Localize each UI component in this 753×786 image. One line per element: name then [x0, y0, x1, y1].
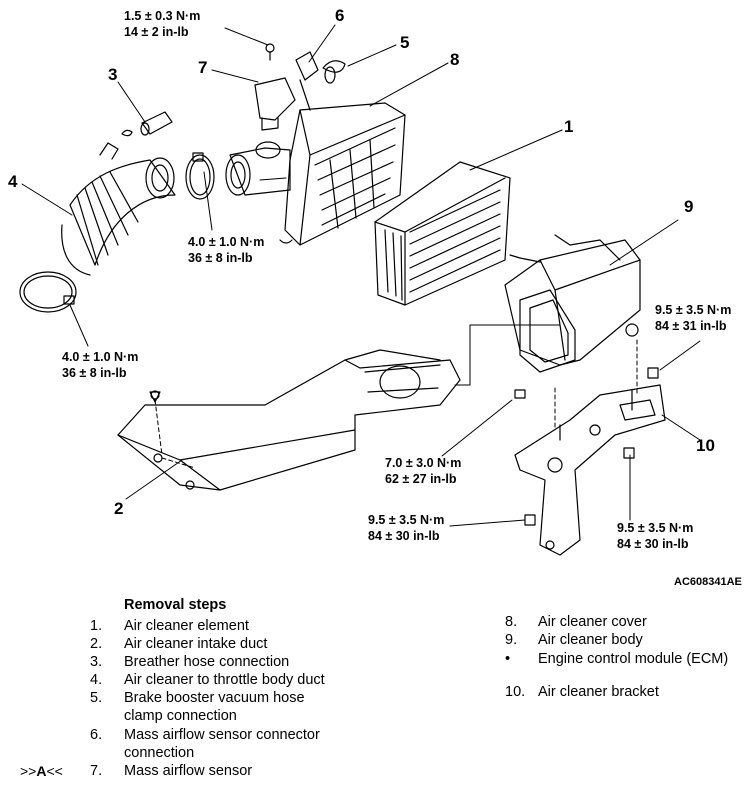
callout-1: 1	[564, 117, 574, 136]
step-text: Air cleaner body	[538, 632, 643, 648]
step-text: Air cleaner to throttle body duct	[124, 672, 325, 688]
figure-code: AC608341AE	[674, 576, 742, 588]
reference-suffix: <<	[46, 763, 63, 779]
step-text: Breather hose connection	[124, 654, 290, 670]
step-number: 8.	[505, 614, 518, 630]
step-text: Air cleaner cover	[538, 614, 647, 630]
torque-nm: 9.5 ± 3.5 N·m	[655, 303, 732, 317]
step-number: 1.	[90, 618, 103, 634]
step-number: 9.	[505, 632, 518, 648]
step-number: 3.	[90, 654, 103, 670]
step-text: Brake booster vacuum hose	[124, 690, 305, 706]
callout-9: 9	[684, 197, 694, 216]
throttle-body-duct-part	[61, 142, 176, 276]
torque-nm: 9.5 ± 3.5 N·m	[617, 521, 694, 535]
reference-letter: A	[36, 763, 47, 779]
step-bullet: •	[505, 651, 511, 667]
mass-airflow-sensor-part	[225, 77, 296, 196]
torque-nm: 4.0 ± 1.0 N·m	[188, 235, 265, 249]
torque-label-bottom-right: 9.5 ± 3.5 N·m 84 ± 30 in-lb	[617, 520, 693, 552]
step-text: Mass airflow sensor	[124, 763, 253, 779]
torque-label-clamp: 4.0 ± 1.0 N·m 36 ± 8 in-lb	[188, 234, 264, 266]
torque-inlb: 62 ± 27 in-lb	[385, 472, 457, 486]
step-number: 6.	[90, 727, 103, 743]
step-number: 2.	[90, 636, 103, 652]
connector-and-screw-parts	[265, 43, 346, 111]
reference-mark: >>A<<	[20, 763, 63, 779]
step-number: 5.	[90, 690, 103, 706]
torque-label-right: 9.5 ± 3.5 N·m 84 ± 31 in-lb	[655, 302, 731, 334]
torque-label-bottom-left: 9.5 ± 3.5 N·m 84 ± 30 in-lb	[368, 512, 444, 544]
torque-label-top: 1.5 ± 0.3 N·m 14 ± 2 in-lb	[124, 8, 200, 40]
air-cleaner-cover-part	[279, 102, 406, 246]
step-text: Engine control module (ECM)	[538, 651, 729, 667]
callout-3: 3	[108, 65, 118, 84]
torque-nm: 1.5 ± 0.3 N·m	[124, 9, 201, 23]
step-text: Air cleaner intake duct	[124, 636, 268, 652]
torque-inlb: 84 ± 30 in-lb	[368, 529, 440, 543]
step-number: 10.	[505, 684, 526, 700]
callout-8: 8	[450, 50, 460, 69]
bolts	[149, 367, 659, 526]
callout-10: 10	[696, 436, 715, 455]
step-number: 4.	[90, 672, 103, 688]
hose-clamps	[19, 152, 215, 313]
torque-inlb: 84 ± 30 in-lb	[617, 537, 689, 551]
air-cleaner-bracket-part	[514, 384, 666, 556]
step-text: Mass airflow sensor connector	[124, 727, 320, 743]
callout-5: 5	[400, 33, 410, 52]
step-text: connection	[124, 745, 195, 761]
step-text: Air cleaner element	[124, 618, 249, 634]
breather-hose-part	[121, 111, 173, 137]
torque-label-mid: 7.0 ± 3.0 N·m 62 ± 27 in-lb	[385, 455, 461, 487]
removal-steps-title: Removal steps	[124, 597, 227, 613]
callout-2: 2	[114, 499, 124, 518]
torque-inlb: 36 ± 8 in-lb	[62, 366, 127, 380]
torque-nm: 7.0 ± 3.0 N·m	[385, 456, 462, 470]
air-cleaner-body-part	[504, 234, 641, 373]
callout-6: 6	[335, 6, 345, 25]
reference-prefix: >>	[20, 763, 37, 779]
leader-lines	[21, 24, 701, 527]
torque-inlb: 84 ± 31 in-lb	[655, 319, 727, 333]
step-text: clamp connection	[124, 708, 237, 724]
air-cleaner-element-part	[374, 161, 511, 306]
torque-inlb: 36 ± 8 in-lb	[188, 251, 253, 265]
torque-inlb: 14 ± 2 in-lb	[124, 25, 189, 39]
exploded-view-diagram	[19, 24, 701, 556]
torque-label-left: 4.0 ± 1.0 N·m 36 ± 8 in-lb	[62, 349, 138, 381]
callout-4: 4	[8, 172, 18, 191]
step-text: Air cleaner bracket	[538, 684, 659, 700]
step-number: 7.	[90, 763, 103, 779]
torque-nm: 9.5 ± 3.5 N·m	[368, 513, 445, 527]
torque-nm: 4.0 ± 1.0 N·m	[62, 350, 139, 364]
callout-7: 7	[198, 58, 208, 77]
